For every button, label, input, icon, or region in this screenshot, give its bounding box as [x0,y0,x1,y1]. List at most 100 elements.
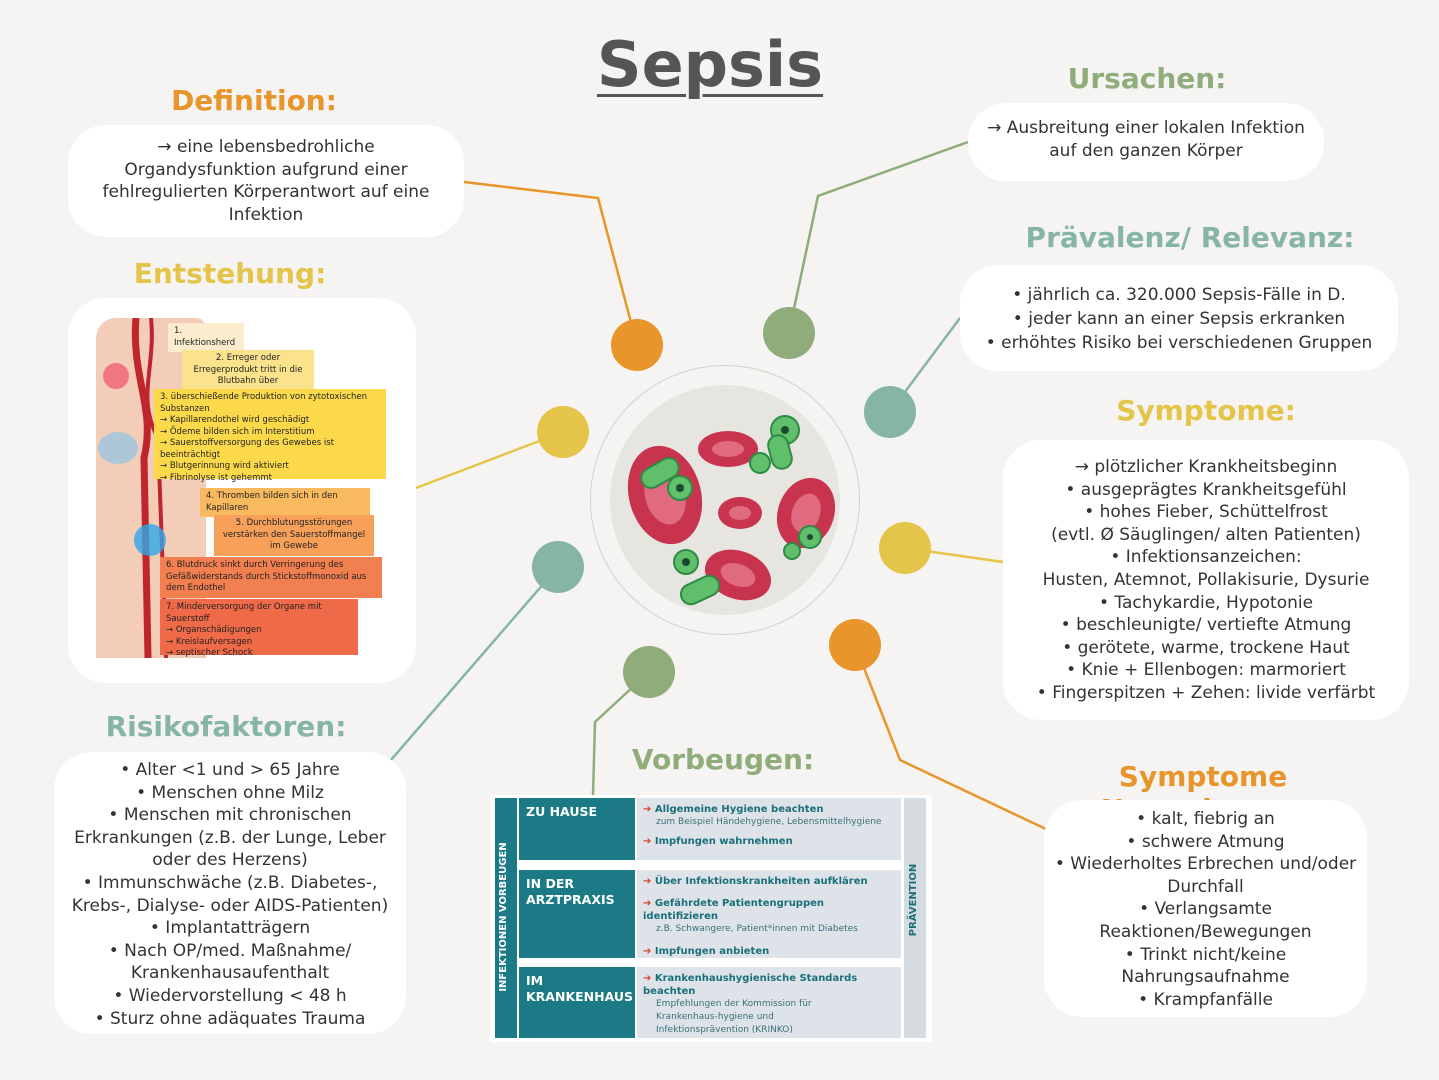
praevalenz-line: • jeder kann an einer Sepsis erkranken [1012,309,1346,329]
connector-risiko [383,566,559,769]
praevention-label: PRÄVENTION [908,863,919,937]
symptome-line: • gerötete, warme, trockene Haut [1062,637,1350,658]
symptome-line: • ausgeprägtes Krankheitsgefühl [1065,479,1347,500]
risiko-line: Krebs-, Dialyse- oder AIDS-Patienten) [71,895,389,916]
dot-entstehung [537,406,589,458]
praevalenz-line: • jährlich ca. 320.000 Sepsis-Fälle in D… [1012,285,1346,305]
risiko-line: oder des Herzens) [152,850,308,871]
dot-ursachen [763,307,815,359]
definition-line: Organdysfunktion aufgrund einer [124,159,408,180]
step-7-title: 7. Minderversorgung der Organe mit Sauer… [166,602,322,624]
step-6: 6. Blutdruck sinkt durch Verringerung de… [160,557,382,598]
step-3-item: → Sauerstoffversorgung des Gewebes ist b… [160,438,334,460]
symptome-line: • Tachykardie, Hypotonie [1098,592,1314,613]
definition-card: → eine lebensbedrohliche Organdysfunktio… [68,125,464,237]
symptome-line: • beschleunigte/ vertiefte Atmung [1060,615,1352,636]
neugeboren-line: • Krampfanfälle [1138,989,1273,1010]
step-5: 5. Durchblutungsstörungen verstärken den… [214,515,374,556]
risiko-line: • Sturz ohne adäquates Trauma [94,1008,366,1029]
vorbeugen-item: ➔ Allgemeine Hygiene beachten [643,804,824,815]
definition-line: fehlregulierten Körperantwort auf eine [102,182,430,203]
vorbeugen-item: ➔ Impfungen wahrnehmen [643,836,793,847]
dot-neugeboren [829,619,881,671]
risiko-line: • Menschen ohne Milz [136,782,324,803]
vorbeugen-item: ➔ Impfungen anbieten [643,946,770,957]
vorbeugen-item: ➔ Krankenhaushygienische Standards beach… [643,973,858,997]
step-4: 4. Thromben bilden sich in den Kapillare… [200,488,370,517]
step-3: 3. überschießende Produktion von zytotox… [154,389,386,483]
neugeboren-line: • schwere Atmung [1126,831,1285,852]
symptome-line: Husten, Atemnot, Pollakisurie, Dysurie [1042,569,1370,590]
step-7-item: → Organschädigungen [166,625,262,635]
step-3-item: → Blutgerinnung wird aktiviert [160,461,289,471]
vorbeugen-row-body: ➔ Über Infektionskrankheiten aufklären ➔… [637,870,901,958]
entstehung-heading: Entstehung: [133,257,327,290]
symptome-card: → plötzlicher Krankheitsbeginn • ausgepr… [1003,440,1409,720]
dot-praevalenz [864,386,916,438]
dot-definition [611,319,663,371]
center-ring [590,365,860,635]
praevalenz-heading: Prävalenz/ Relevanz: [1025,221,1355,254]
symptome-line: • hohes Fieber, Schüttelfrost [1084,502,1328,523]
step-3-item: → Ödeme bilden sich im Interstitium [160,426,315,437]
risikofaktoren-card: • Alter <1 und > 65 Jahre • Menschen ohn… [54,752,406,1034]
risiko-line: Erkrankungen (z.B. der Lunge, Leber [74,827,386,848]
page-title: Sepsis [596,28,824,101]
step-2: 2. Erreger oder Erregerprodukt tritt in … [182,350,314,391]
step-3-item: → Fibrinolyse ist gehemmt [160,472,273,483]
risiko-line: • Alter <1 und > 65 Jahre [120,760,340,780]
risiko-line: • Immunschwäche (z.B. Diabetes-, [82,872,378,893]
vorbeugen-item: ➔ Gefährdete Patientengruppen identifizi… [643,898,825,922]
neugeboren-line: Reaktionen/Bewegungen [1099,921,1312,942]
praevention-bar [904,798,926,1038]
definition-line: → eine lebensbedrohliche [157,137,375,157]
connector-ursachen [787,140,969,333]
step-3-title: 3. überschießende Produktion von zytotox… [160,392,367,414]
vorbeugen-table: INFEKTIONEN VORBEUGEN ZU HAUSE ➔ Allgeme… [490,795,932,1042]
ursachen-line: auf den ganzen Körper [1049,140,1243,161]
praevalenz-card: • jährlich ca. 320.000 Sepsis-Fälle in D… [960,265,1398,371]
praevalenz-line: • erhöhtes Risiko bei verschiedenen Grup… [985,333,1373,353]
risiko-line: • Implantatträgern [149,918,311,939]
step-7-item: → septischer Schock [166,648,253,658]
symptome-heading: Symptome: [1116,394,1296,427]
vorbeugen-heading: Vorbeugen: [631,743,815,776]
symptome-line: • Infektionsanzeichen: [1110,547,1302,568]
vorbeugen-category: IN DER ARZTPRAXIS [519,870,635,958]
neugeboren-line: • Verlangsamte [1139,899,1272,920]
dot-vorbeugen [623,646,675,698]
vorbeugen-category: IM KRANKENHAUS [519,967,635,1038]
risiko-line: Krankenhausaufenthalt [130,963,330,984]
ursachen-heading: Ursachen: [1067,62,1227,95]
definition-line: Infektion [228,204,304,225]
blood-cells-illustration [627,415,836,606]
vorbeugen-item: ➔ Über Infektionskrankheiten aufklären [643,876,868,887]
risikofaktoren-heading: Risikofaktoren: [105,710,347,743]
symptome-line: • Knie + Ellenbogen: marmoriert [1066,660,1346,681]
vorbeugen-item-sub: z.B. Schwangere, Patient*innen mit Diabe… [656,924,858,934]
vorbeugen-side-label: INFEKTIONEN VORBEUGEN [498,842,509,992]
neugeboren-card: • kalt, fiebrig an • schwere Atmung • Wi… [1044,800,1367,1017]
dot-risiko [532,541,584,593]
neugeboren-line: Durchfall [1167,876,1244,897]
vorbeugen-item-sub: zum Beispiel Händehygiene, Lebensmittelh… [656,817,882,827]
vorbeugen-category: ZU HAUSE [519,798,635,860]
entstehung-diagram: 1. Infektionsherd 2. Erreger oder Errege… [68,298,416,683]
symptome-line: • Fingerspitzen + Zehen: livide verfärbt [1036,682,1376,703]
neugeboren-line: Nahrungsaufnahme [1121,967,1290,988]
risiko-line: • Nach OP/med. Maßnahme/ [108,940,352,961]
dot-symptome [879,522,931,574]
vorbeugen-row-body: ➔ Krankenhaushygienische Standards beach… [637,967,901,1038]
risiko-line: • Menschen mit chronischen [108,805,352,826]
vorbeugen-item-sub: Empfehlungen der Kommission für Krankenh… [656,999,812,1035]
ursachen-card: → Ausbreitung einer lokalen Infektion au… [968,103,1324,181]
step-1: 1. Infektionsherd [168,323,244,352]
vorbeugen-side-bar [495,798,517,1038]
symptome-line: (evtl. Ø Säuglingen/ alten Patienten) [1051,524,1361,545]
ursachen-line: → Ausbreitung einer lokalen Infektion [987,118,1305,138]
step-3-item: → Kapillarendothel wird geschädigt [160,415,310,425]
connector-definition [463,180,639,346]
connector-neugeboren [853,644,1049,832]
neugeboren-line: • Trinkt nicht/keine [1124,944,1287,965]
